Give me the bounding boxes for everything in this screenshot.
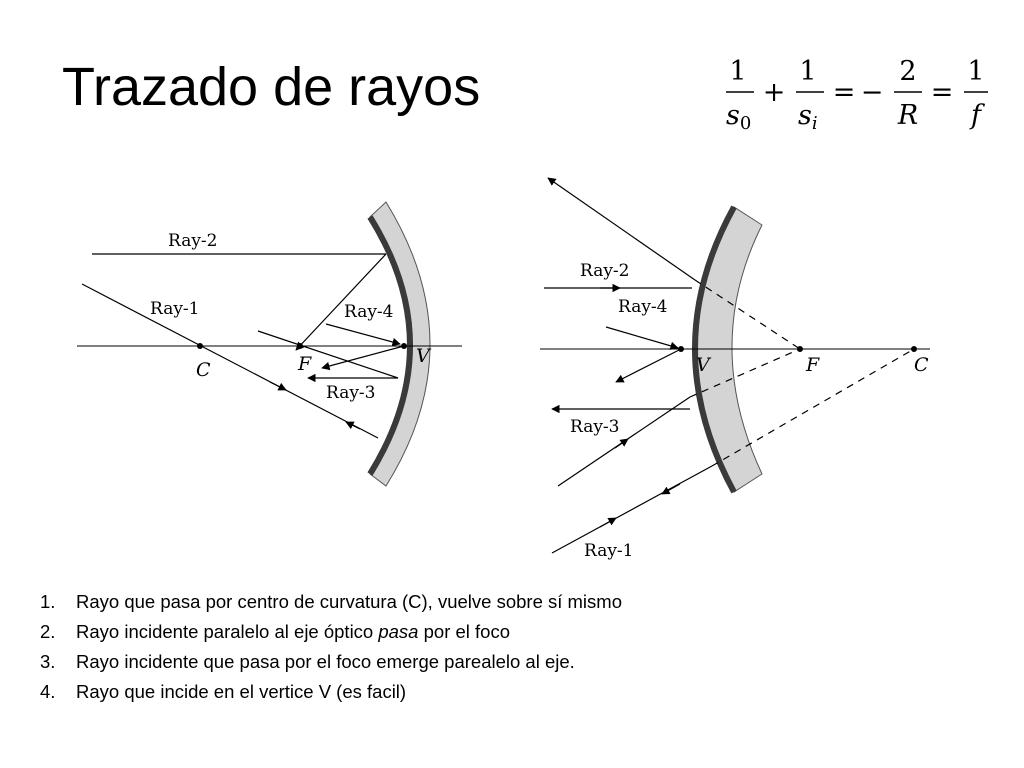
label-v: V	[416, 345, 432, 367]
equals-sign: =	[931, 77, 954, 108]
term2-numerator: 1	[799, 56, 816, 87]
term2-denominator: si	[798, 100, 818, 134]
rule-number: 1.	[40, 591, 56, 612]
mirror-equation: 1 s0 + 1 si = − 2 R = 1 f	[726, 56, 988, 134]
label-ray-3: Ray-3	[326, 383, 376, 403]
rule-text-part: Rayo incidente paralelo al eje óptico	[76, 621, 379, 642]
ray-1-arrow	[269, 381, 287, 391]
plus-sign: +	[763, 77, 786, 108]
label-c: C	[914, 354, 929, 376]
slide-title: Trazado de rayos	[62, 57, 481, 117]
ray-2-reflected	[547, 177, 696, 281]
term1-denominator: s0	[726, 100, 751, 134]
ray-1-arrow-return	[345, 421, 361, 430]
term2-den-sub: i	[812, 113, 818, 134]
label-ray-2: Ray-2	[580, 261, 630, 281]
label-c: C	[196, 359, 211, 381]
rule-item: 2. Rayo incidente paralelo al eje óptico…	[40, 617, 622, 647]
term1-den-sub: 0	[740, 113, 751, 134]
rule-text-part: Rayo que pasa por centro de curvatura (C…	[76, 591, 622, 612]
ray-1	[551, 465, 713, 554]
ray-4-reflected	[615, 348, 682, 383]
rule-text: Rayo incidente que pasa por el foco emer…	[76, 647, 575, 677]
ray-rules-list: 1. Rayo que pasa por centro de curvatura…	[40, 587, 622, 707]
label-v: V	[696, 354, 712, 376]
term3-numerator: 2	[899, 56, 916, 87]
concave-mirror-surface	[367, 215, 413, 476]
label-ray-4: Ray-4	[344, 302, 394, 322]
term1-den-var: s	[726, 100, 740, 131]
point-c	[911, 346, 917, 352]
rule-text: Rayo que pasa por centro de curvatura (C…	[76, 587, 622, 617]
rule-number: 3.	[40, 651, 56, 672]
rule-item: 1. Rayo que pasa por centro de curvatura…	[40, 587, 622, 617]
label-ray-3: Ray-3	[570, 417, 620, 437]
concave-mirror-diagram: Ray-2 Ray-1 Ray-4 Ray-3 C F V	[77, 201, 462, 487]
term2-den-var: s	[798, 100, 812, 131]
ray-4-reflected	[321, 345, 405, 371]
ray-1	[81, 283, 379, 439]
rule-text-part: Rayo que incide en el vertice V (es faci…	[76, 681, 407, 702]
minus-sign: −	[861, 77, 884, 108]
ray-1-arrow	[599, 517, 617, 528]
convex-mirror-diagram: Ray-2 Ray-4 Ray-3 Ray-1 V F C	[540, 177, 930, 561]
ray-4-incident	[605, 326, 679, 350]
term1-numerator: 1	[729, 56, 746, 87]
ray-3-incident	[257, 330, 399, 379]
rule-text-emphasis: pasa	[378, 621, 419, 642]
rule-item: 3. Rayo incidente que pasa por el foco e…	[40, 647, 622, 677]
ray-1-arrow-return	[661, 483, 681, 495]
term3-denominator: R	[897, 100, 918, 131]
label-f: F	[297, 353, 312, 375]
equals-sign: =	[833, 77, 856, 108]
rule-number: 2.	[40, 621, 56, 642]
label-ray-1: Ray-1	[150, 299, 200, 319]
ray-3-arrow	[614, 438, 629, 449]
ray-2-virtual	[694, 279, 801, 350]
label-ray-2: Ray-2	[168, 231, 218, 251]
label-ray-1: Ray-1	[584, 541, 634, 561]
rule-text: Rayo que incide en el vertice V (es faci…	[76, 677, 406, 707]
label-f: F	[805, 354, 820, 376]
ray-2-reflected	[295, 253, 387, 351]
ray-diagrams: Ray-2 Ray-1 Ray-4 Ray-3 C F V Ray-2	[77, 177, 930, 561]
ray-4-incident	[325, 323, 401, 347]
term4-numerator: 1	[967, 56, 984, 87]
label-ray-4: Ray-4	[618, 297, 668, 317]
rule-text-part: por el foco	[418, 621, 511, 642]
rule-item: 4. Rayo que incide en el vertice V (es f…	[40, 677, 622, 707]
rule-text: Rayo incidente paralelo al eje óptico pa…	[76, 617, 510, 647]
rule-text-part: Rayo incidente que pasa por el foco emer…	[76, 651, 575, 672]
rule-number: 4.	[40, 681, 56, 702]
